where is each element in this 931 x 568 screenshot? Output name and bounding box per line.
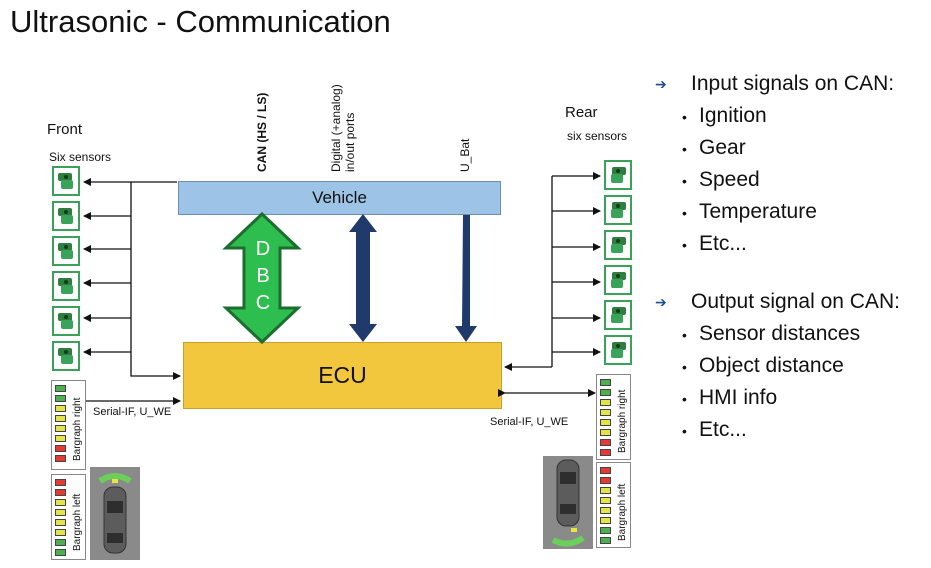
bargraph-segment xyxy=(600,419,611,426)
list-item: Etc... xyxy=(655,228,931,261)
ecu-label: ECU xyxy=(318,362,367,388)
bargraph-segment xyxy=(600,517,611,524)
bargraph-label: Bargraph left xyxy=(72,493,83,551)
bargraph-segment xyxy=(55,405,66,412)
bargraph-segment xyxy=(55,425,66,432)
front-label: Front xyxy=(47,121,83,138)
rear-sublabel: six sensors xyxy=(567,129,628,143)
car-top-view-icon xyxy=(543,456,593,549)
bargraph-segment xyxy=(55,519,66,526)
ultrasonic-sensor-icon xyxy=(52,166,80,196)
vehicle-label: Vehicle xyxy=(312,188,367,207)
signals-panel: ➔ Input signals on CAN: Ignition Gear Sp… xyxy=(655,72,931,447)
ultrasonic-sensor-icon xyxy=(604,335,632,365)
bargraph-segment xyxy=(600,449,611,456)
bargraph-label: Bargraph right xyxy=(617,389,628,453)
bargraph-segment xyxy=(600,527,611,534)
bargraph-segment xyxy=(600,399,611,406)
ultrasonic-sensor-icon xyxy=(52,306,80,336)
bargraph-segment xyxy=(600,467,611,474)
ultrasonic-sensor-icon xyxy=(604,265,632,295)
ultrasonic-sensor-icon xyxy=(52,271,80,301)
rear-serial-label: Serial-IF, U_WE xyxy=(490,416,569,428)
input-signals-title: ➔ Input signals on CAN: xyxy=(655,72,931,96)
dbc-double-arrow xyxy=(222,211,302,345)
bargraph-segment xyxy=(55,499,66,506)
output-signals-list: Sensor distances Object distance HMI inf… xyxy=(655,318,931,447)
dbc-label: D B C xyxy=(254,236,272,317)
list-item: HMI info xyxy=(655,382,931,415)
list-item: Etc... xyxy=(655,414,931,447)
bullet-arrow-icon: ➔ xyxy=(655,75,667,92)
bargraph-segment xyxy=(600,537,611,544)
bargraph-label: Bargraph right xyxy=(72,397,83,461)
digital-ports-double-arrow xyxy=(349,214,377,342)
ultrasonic-sensor-icon xyxy=(604,195,632,225)
output-signals-title: ➔ Output signal on CAN: xyxy=(655,290,931,314)
bargraph-segment xyxy=(600,487,611,494)
ultrasonic-sensor-icon xyxy=(604,160,632,190)
front-bargraph-left: Bargraph left xyxy=(51,474,86,560)
list-item: Temperature xyxy=(655,196,931,229)
bargraph-segment xyxy=(55,489,66,496)
list-item: Gear xyxy=(655,132,931,165)
rear-label: Rear xyxy=(565,104,598,121)
vehicle-box: Vehicle xyxy=(178,181,501,215)
bargraph-segment xyxy=(55,479,66,486)
bargraph-segment xyxy=(600,439,611,446)
bargraph-segment xyxy=(600,497,611,504)
bargraph-segment xyxy=(55,445,66,452)
front-bargraph-right: Bargraph right xyxy=(51,380,86,470)
bargraph-segment xyxy=(55,395,66,402)
bargraph-segment xyxy=(55,509,66,516)
list-item: Sensor distances xyxy=(655,318,931,351)
dbc-letter-b: B xyxy=(256,265,270,287)
ultrasonic-sensor-icon xyxy=(52,201,80,231)
front-sublabel: Six sensors xyxy=(49,150,112,164)
list-item: Object distance xyxy=(655,350,931,383)
bullet-arrow-icon: ➔ xyxy=(655,293,667,310)
rear-bargraph-left: Bargraph left xyxy=(596,462,631,548)
dbc-letter-d: D xyxy=(255,238,271,260)
rear-sensor-wiring xyxy=(504,172,601,371)
ultrasonic-sensor-icon xyxy=(52,341,80,371)
bargraph-segment xyxy=(55,415,66,422)
front-serial-label: Serial-IF, U_WE xyxy=(93,406,172,418)
input-signals-title-text: Input signals on CAN: xyxy=(691,72,895,95)
ultrasonic-sensor-icon xyxy=(52,236,80,266)
output-signals-title-text: Output signal on CAN: xyxy=(691,290,900,313)
rear-bargraph-right: Bargraph right xyxy=(596,374,631,460)
bargraph-segment xyxy=(55,529,66,536)
car-top-view-icon xyxy=(90,467,140,560)
bargraph-segment xyxy=(55,435,66,442)
dbc-letter-c: C xyxy=(255,292,271,314)
ultrasonic-sensor-icon xyxy=(604,300,632,330)
input-signals-list: Ignition Gear Speed Temperature Etc... xyxy=(655,100,931,261)
bargraph-segment xyxy=(600,379,611,386)
bargraph-segment xyxy=(55,549,66,556)
bargraph-segment xyxy=(600,507,611,514)
bargraph-segment xyxy=(55,455,66,462)
bargraph-segment xyxy=(600,429,611,436)
rear-sensor-column xyxy=(604,160,632,365)
list-item: Ignition xyxy=(655,100,931,133)
page-title: Ultrasonic - Communication xyxy=(10,4,391,39)
front-sensor-column xyxy=(52,166,80,371)
ecu-box: ECU xyxy=(183,342,502,409)
ultrasonic-sensor-icon xyxy=(604,230,632,260)
bargraph-segment xyxy=(55,385,66,392)
front-sensor-wiring xyxy=(83,178,181,380)
list-item: Speed xyxy=(655,164,931,197)
ubat-arrow xyxy=(455,215,477,342)
bargraph-segment xyxy=(600,477,611,484)
bargraph-segment xyxy=(600,389,611,396)
bargraph-label: Bargraph left xyxy=(617,483,628,541)
bargraph-segment xyxy=(55,539,66,546)
bargraph-segment xyxy=(600,409,611,416)
